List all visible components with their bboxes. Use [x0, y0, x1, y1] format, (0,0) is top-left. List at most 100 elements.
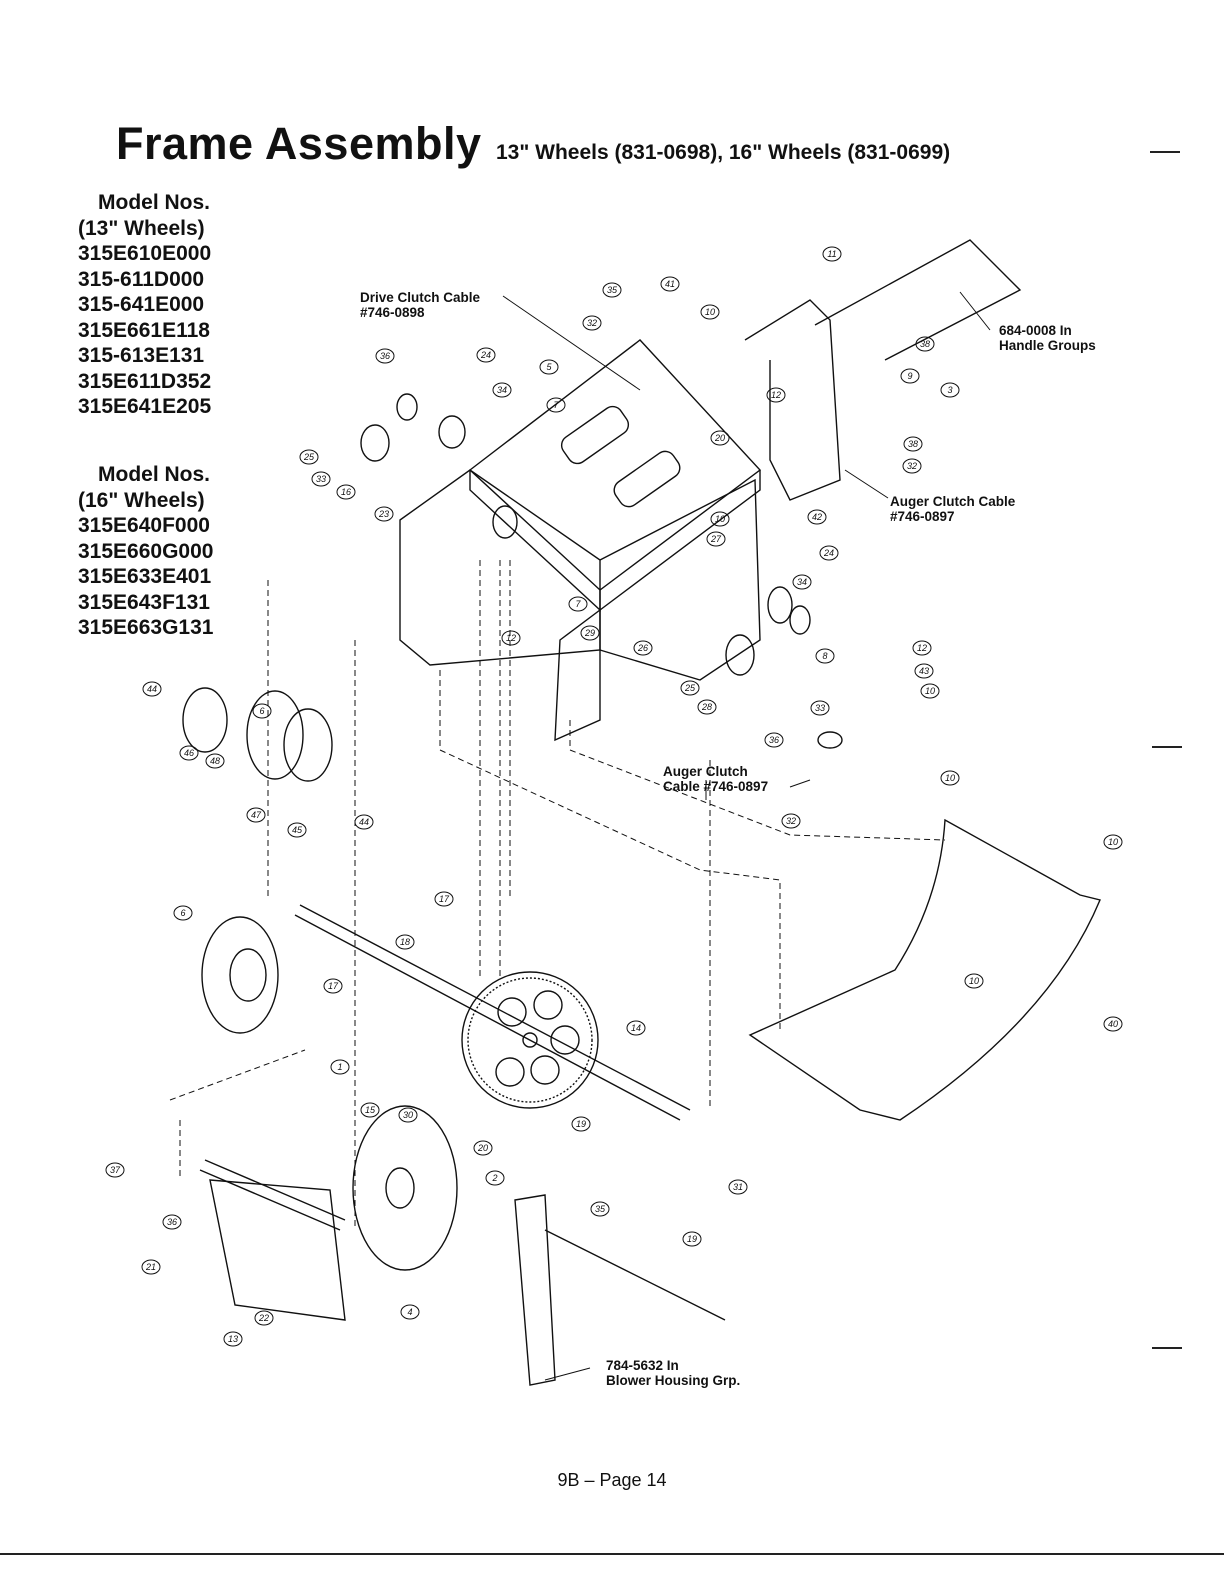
model-heading: Model Nos. [98, 191, 211, 214]
footer-rule [0, 1553, 1224, 1555]
part-bubble [141, 1259, 161, 1275]
part-number-label: 7 [553, 400, 559, 410]
part-bubble [781, 813, 801, 829]
part-bubble [822, 246, 842, 262]
part-number-label: 8 [822, 651, 827, 661]
part-number-label: 31 [733, 1182, 743, 1192]
part-bubble [398, 1107, 418, 1123]
part-number-label: 18 [400, 937, 410, 947]
part-bubble [580, 625, 600, 641]
part-bubble [582, 315, 602, 331]
part-bubble [810, 700, 830, 716]
part-bubble [710, 430, 730, 446]
auger-clutch-callout-mid: Auger Clutch Cable #746-0897 [663, 764, 768, 794]
handle-groups-callout: 684-0008 In Handle Groups [999, 323, 1096, 353]
part-bubble [915, 336, 935, 352]
callout-line: #746-0898 [360, 305, 425, 320]
part-number-label: 28 [701, 702, 712, 712]
part-number-label: 32 [786, 816, 796, 826]
part-number-label: 10 [945, 773, 955, 783]
part-bubble [590, 1201, 610, 1217]
frame-side-right [599, 478, 761, 681]
part-number-label: 11 [827, 249, 836, 259]
part-bubble [682, 1231, 702, 1247]
part-bubble [374, 506, 394, 522]
part-bubble [173, 905, 193, 921]
page-subtitle: 13" Wheels (831-0698), 16" Wheels (831-0… [495, 141, 951, 164]
part-number-label: 12 [771, 390, 781, 400]
part-bubble [710, 511, 730, 527]
part-number-label: 36 [380, 351, 390, 361]
part-bubble [330, 1059, 350, 1075]
part-number-label: 46 [184, 748, 194, 758]
pulley-right [283, 708, 333, 782]
part-bubble [633, 640, 653, 656]
model-list-16: Model Nos. (16" Wheels) 315E640F000 315E… [78, 462, 213, 641]
part-bubble [680, 680, 700, 696]
model-number: 315E610E000 [78, 242, 212, 265]
part-number-label: 22 [258, 1313, 269, 1323]
model-subheading: (16" Wheels) [78, 488, 205, 512]
model-list-13: Model Nos. (13" Wheels) 315E610E000 315-… [78, 190, 211, 420]
part-number-label: 1 [337, 1062, 342, 1072]
part-number-label: 37 [110, 1165, 121, 1175]
part-bubble [473, 1140, 493, 1156]
part-number-label: 14 [631, 1023, 641, 1033]
margin-tick [1152, 1347, 1182, 1349]
part-bubble [539, 359, 559, 375]
part-bubble [179, 745, 199, 761]
part-number-label: 40 [1108, 1019, 1118, 1029]
part-bubble [336, 484, 356, 500]
callout-line: 784-5632 In [606, 1358, 679, 1373]
part-number-label: 10 [705, 307, 715, 317]
shift-plate [209, 1179, 346, 1321]
part-bubble [626, 1020, 646, 1036]
gear [461, 971, 599, 1109]
part-bubble [299, 449, 319, 465]
part-number-label: 35 [607, 285, 618, 295]
part-number-label: 42 [812, 512, 822, 522]
part-bubble [706, 531, 726, 547]
part-number-label: 7 [575, 599, 581, 609]
part-bubble [375, 348, 395, 364]
title-row: Frame Assembly 13" Wheels (831-0698), 16… [116, 118, 950, 170]
part-number-label: 29 [584, 628, 595, 638]
part-number-label: 3 [947, 385, 952, 395]
part-number-label: 6 [180, 908, 185, 918]
blower-bracket [514, 1194, 556, 1386]
part-bubble [764, 732, 784, 748]
page-title: Frame Assembly [116, 118, 482, 169]
part-bubble [205, 753, 225, 769]
part-bubble [766, 387, 786, 403]
part-number-label: 36 [167, 1217, 177, 1227]
part-number-label: 5 [546, 362, 552, 372]
part-number-label: 33 [316, 474, 326, 484]
part-bubble [819, 545, 839, 561]
part-bubble [476, 347, 496, 363]
cover-plate [748, 818, 1101, 1121]
part-number-label: 34 [797, 577, 807, 587]
part-bubble [940, 382, 960, 398]
axle-shaft [294, 904, 691, 1121]
margin-tick [1152, 746, 1182, 748]
part-number-label: 19 [687, 1234, 697, 1244]
margin-tick [1150, 151, 1180, 153]
part-bubble [912, 640, 932, 656]
model-number: 315E661E118 [78, 318, 210, 342]
part-bubble [792, 574, 812, 590]
model-number: 315E663G131 [78, 616, 214, 639]
part-number-label: 36 [769, 735, 779, 745]
part-bubble [568, 596, 588, 612]
part-bubble [105, 1162, 125, 1178]
part-bubble [162, 1214, 182, 1230]
part-bubble [546, 397, 566, 413]
part-number-label: 12 [917, 643, 927, 653]
model-number: 315-611D000 [78, 267, 205, 291]
part-bubble [902, 458, 922, 474]
part-number-label: 16 [341, 487, 351, 497]
part-number-label: 41 [665, 279, 675, 289]
part-bubble [700, 304, 720, 320]
blower-housing-callout: 784-5632 In Blower Housing Grp. [606, 1358, 740, 1388]
part-number-label: 30 [403, 1110, 413, 1120]
